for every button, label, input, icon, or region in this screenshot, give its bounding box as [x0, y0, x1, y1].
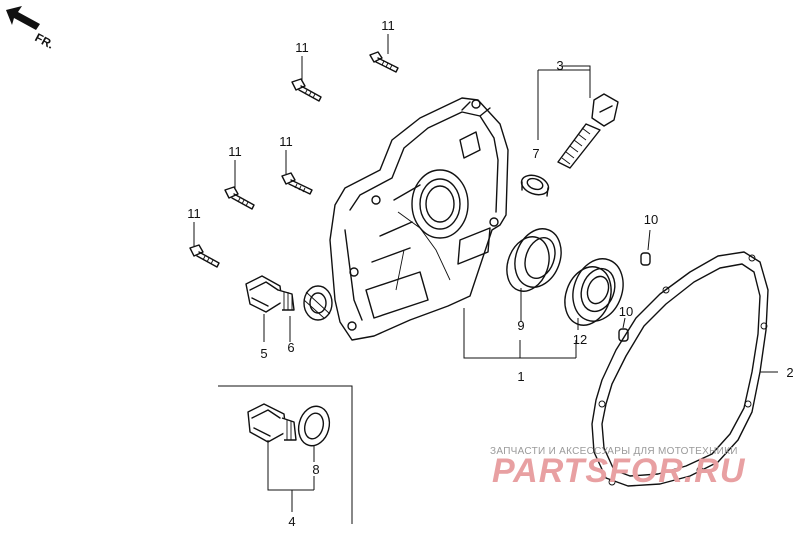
callout-10-upper: 10 [644, 212, 658, 227]
small-seal [520, 174, 550, 197]
crankcase-cover [329, 97, 509, 341]
watermark-logo: PARTSFOR.RU [492, 452, 746, 490]
callout-11-top: 11 [381, 18, 395, 33]
bolt-11-middle [281, 172, 313, 195]
filler-cap-o-ring [297, 405, 331, 447]
callout-6: 6 [287, 340, 294, 355]
callout-11-lower-left: 11 [187, 206, 201, 221]
filler-cap-assembly [247, 403, 297, 443]
watermark-tagline: ЗАПЧАСТИ И АКСЕССУАРЫ ДЛЯ МОТОТЕХНИКИ [490, 446, 738, 457]
bolt-11-top [369, 51, 399, 73]
callout-3: 3 [556, 58, 563, 73]
callout-12: 12 [573, 332, 587, 347]
callout-1: 1 [517, 369, 524, 384]
cover-gasket [591, 251, 769, 487]
bolt-11-lower-left [189, 244, 220, 268]
front-arrow-icon [6, 6, 40, 30]
dowel-pin-upper [640, 252, 651, 266]
oil-filler-neck [303, 285, 333, 321]
ball-bearing [564, 258, 624, 326]
front-direction-indicator: FR. [6, 6, 56, 52]
callout-4: 4 [288, 514, 295, 529]
callout-2: 2 [786, 365, 793, 380]
callout-11-upper-left: 11 [295, 40, 309, 55]
callout-box-border [218, 385, 353, 524]
callout-7: 7 [532, 146, 539, 161]
callout-10-lower: 10 [619, 304, 633, 319]
bolt-11-left [224, 186, 255, 210]
oil-seal [506, 228, 562, 292]
callout-11-middle: 11 [279, 134, 293, 149]
dowel-pin-lower [618, 328, 629, 342]
callout-11-left: 11 [228, 144, 242, 159]
direction-label: FR. [33, 30, 57, 51]
callout-9: 9 [517, 318, 524, 333]
watermark: ЗАПЧАСТИ И АКСЕССУАРЫ ДЛЯ МОТОТЕХНИКИ PA… [490, 446, 746, 490]
callout-5: 5 [260, 346, 267, 361]
oil-dipstick [557, 93, 619, 169]
callout-8: 8 [312, 462, 319, 477]
bolt-11-upper-left [291, 78, 322, 102]
oil-filler-cap [245, 275, 295, 313]
